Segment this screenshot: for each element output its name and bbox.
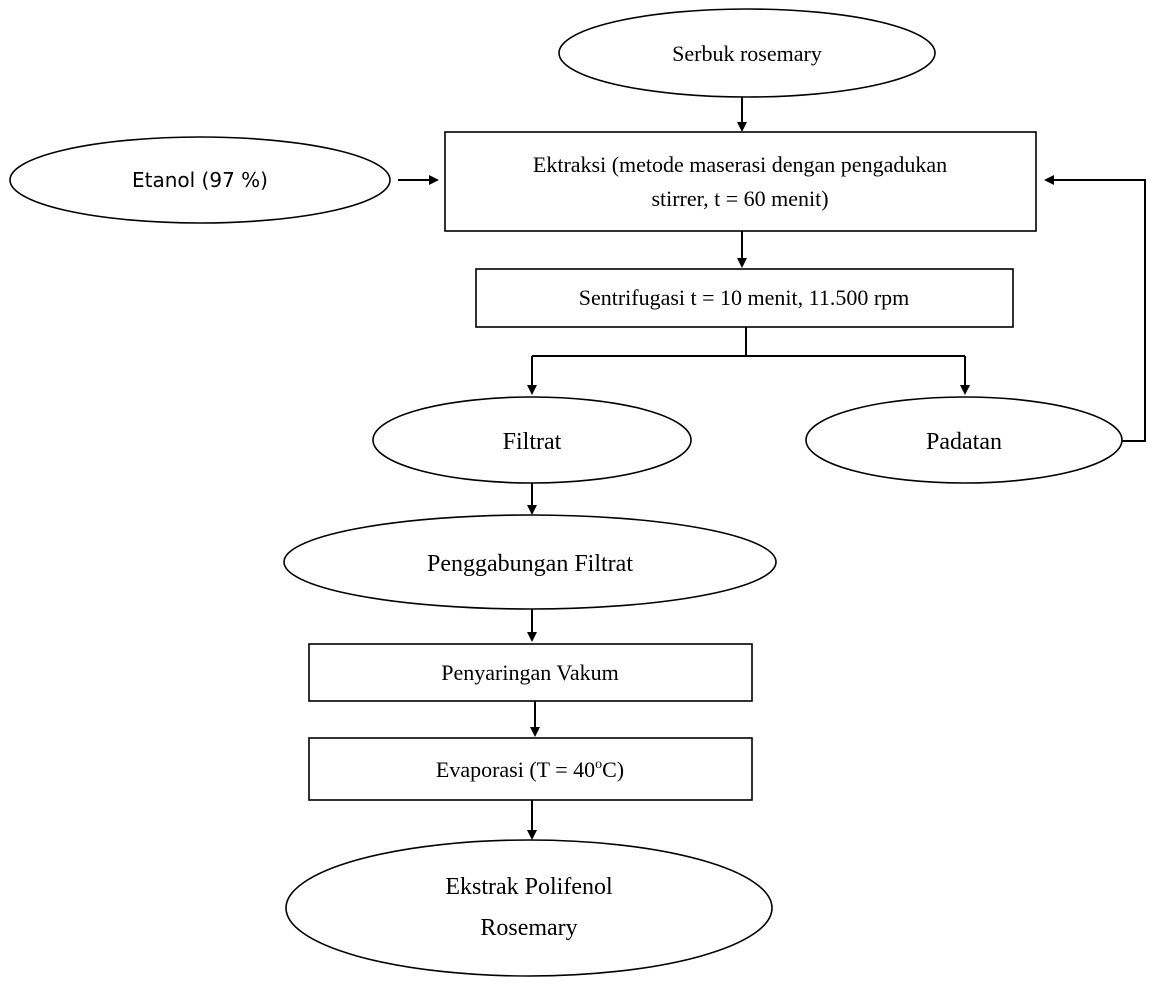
evaporasi-text-unit: C) xyxy=(602,757,624,782)
node-sentrifugasi-label: Sentrifugasi t = 10 menit, 11.500 rpm xyxy=(579,285,910,310)
node-penyaringan-label: Penyaringan Vakum xyxy=(441,660,618,685)
node-evaporasi-label: Evaporasi (T = 40oC) xyxy=(436,757,624,782)
node-etanol-label: Etanol (97 %) xyxy=(132,168,268,192)
node-etanol: Etanol (97 %) xyxy=(9,136,391,224)
node-ekstraksi: Ektraksi (metode maserasi dengan pengadu… xyxy=(444,131,1037,232)
node-serbuk-label: Serbuk rosemary xyxy=(672,41,822,66)
node-serbuk-rosemary: Serbuk rosemary xyxy=(558,8,936,98)
node-filtrat: Filtrat xyxy=(372,396,692,484)
node-ekstrak-label-line2: Rosemary xyxy=(480,915,577,941)
split-connector xyxy=(527,327,970,395)
recycle-loop xyxy=(1044,175,1146,442)
node-ekstraksi-label-line1: Ektraksi (metode maserasi dengan pengadu… xyxy=(533,152,947,177)
node-ekstrak-label-line1: Ekstrak Polifenol xyxy=(445,874,613,900)
node-evaporasi: Evaporasi (T = 40oC) xyxy=(308,737,753,801)
node-ekstraksi-label-line2: stirrer, t = 60 menit) xyxy=(651,186,828,211)
node-penggabungan-label: Penggabungan Filtrat xyxy=(427,551,633,577)
evaporasi-degree-sup: o xyxy=(595,757,602,772)
node-padatan: Padatan xyxy=(805,396,1123,484)
node-ekstrak-polifenol: Ekstrak Polifenol Rosemary xyxy=(285,839,773,977)
node-penggabungan-filtrat: Penggabungan Filtrat xyxy=(283,514,777,610)
node-filtrat-label: Filtrat xyxy=(503,429,562,455)
node-padatan-label: Padatan xyxy=(926,429,1002,455)
node-sentrifugasi: Sentrifugasi t = 10 menit, 11.500 rpm xyxy=(475,268,1014,328)
evaporasi-text-main: Evaporasi (T = 40 xyxy=(436,757,595,782)
node-penyaringan-vakum: Penyaringan Vakum xyxy=(308,643,753,702)
